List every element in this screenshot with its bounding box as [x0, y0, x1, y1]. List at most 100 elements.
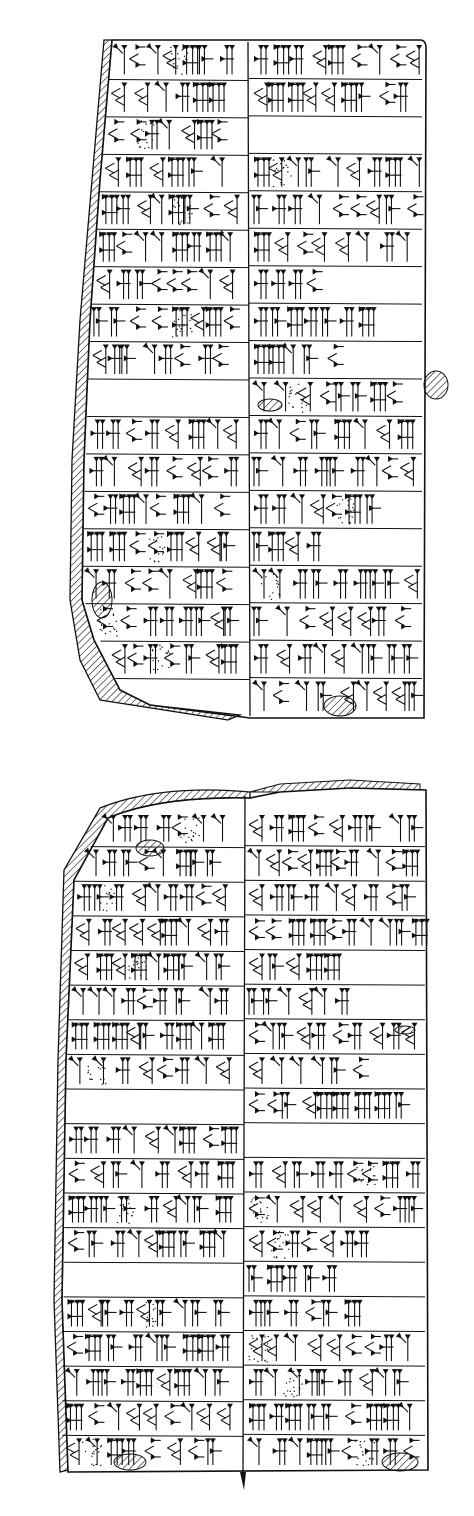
wedge-head [345, 509, 351, 516]
wedge-head [83, 1022, 90, 1028]
wedge-head [397, 157, 404, 163]
winkelhaken [299, 615, 309, 626]
wedge-head [353, 580, 359, 587]
stipple-dot [92, 1464, 95, 1467]
stipple-dot [260, 1202, 262, 1204]
wedge-head [222, 1126, 229, 1132]
winkelhaken [248, 1061, 259, 1073]
wedge-head [246, 1265, 252, 1271]
wedge-head [220, 493, 226, 500]
wedge-head [80, 988, 87, 994]
wedge-head [307, 1246, 313, 1253]
wedge-head [184, 307, 191, 313]
winkelhaken [248, 888, 259, 900]
wedge-head [66, 1417, 72, 1424]
winkelhaken [409, 57, 420, 69]
wedge-head [332, 934, 338, 941]
stipple-dot [372, 1458, 374, 1460]
wedge-head [184, 1057, 191, 1063]
wedge-head [148, 568, 154, 575]
stipple-dot [174, 58, 177, 60]
wedge-head [166, 119, 173, 125]
line-rule [248, 377, 423, 380]
winkelhaken [214, 502, 224, 514]
stipple-dot [131, 1214, 133, 1217]
stipple-dot [87, 1065, 90, 1068]
wedge-head [183, 45, 190, 50]
winkelhaken [369, 207, 380, 219]
wedge-head [162, 988, 169, 994]
wedge-head [345, 1299, 352, 1305]
stipple-dot [99, 1068, 101, 1070]
stipple-dot [275, 1257, 278, 1259]
wedge-head [326, 381, 332, 387]
wedge-head [207, 232, 214, 238]
winkelhaken [92, 349, 103, 361]
stipple-dot [272, 185, 275, 188]
wedge-head [218, 963, 224, 970]
stipple-dot [361, 1168, 364, 1170]
stipple-dot [95, 1448, 97, 1451]
stipple-dot [95, 1440, 98, 1442]
stipple-dot [282, 158, 285, 161]
wedge-head [222, 606, 229, 612]
stipple-dot [159, 1310, 161, 1312]
stipple-dot [288, 1240, 290, 1242]
winkelhaken [120, 615, 130, 626]
stipple-dot [288, 1248, 290, 1251]
wedge-head [104, 1299, 111, 1305]
stipple-dot [186, 52, 189, 54]
wedge-head [101, 918, 108, 924]
wedge-head [138, 456, 145, 462]
wedge-head [288, 205, 294, 212]
wedge-head [395, 1332, 402, 1339]
wedge-head [319, 307, 326, 313]
winkelhaken [206, 537, 217, 549]
wedge-head [347, 1032, 353, 1039]
stipple-dot [99, 620, 101, 623]
wedge-head [123, 1299, 130, 1305]
winkelhaken [108, 128, 118, 140]
wedge-head [170, 1419, 176, 1426]
wedge-head [342, 1369, 349, 1375]
wedge-head [299, 307, 306, 313]
wedge-head [395, 1022, 402, 1028]
wedge-head [78, 1126, 85, 1132]
stipple-dot [289, 1390, 291, 1392]
wedge-head [373, 1403, 380, 1409]
wedge-head [315, 863, 321, 870]
line-rule [243, 1433, 426, 1436]
wedge-head [325, 1413, 331, 1420]
wedge-head [119, 1230, 126, 1236]
wedge-head [216, 1195, 223, 1201]
wedge-head [227, 1195, 234, 1201]
wedge-head [182, 1348, 188, 1355]
stipple-dot [156, 668, 159, 671]
wedge-head [288, 1299, 295, 1305]
wedge-head [128, 1344, 134, 1351]
stipple-dot [182, 314, 184, 316]
stipple-dot [146, 1320, 148, 1323]
wedge-head [187, 268, 193, 275]
wedge-head [220, 1230, 227, 1236]
stipple-dot [347, 500, 349, 502]
wedge-head [396, 61, 402, 68]
winkelhaken [346, 162, 356, 174]
wedge-head [173, 988, 180, 994]
wedge-head [256, 606, 262, 612]
wedge-head [142, 987, 148, 994]
wedge-head [263, 45, 269, 50]
wedge-head [275, 344, 282, 350]
wedge-head [379, 1022, 386, 1028]
wedge-head [166, 569, 173, 575]
wedge-head [295, 815, 302, 820]
wedge-head [183, 644, 190, 650]
wedge-head [373, 884, 380, 890]
stipple-dot [122, 1203, 125, 1206]
stipple-dot [152, 1309, 155, 1311]
wedge-head [279, 680, 285, 687]
wedge-head [344, 859, 350, 866]
wedge-head [193, 1367, 200, 1374]
line-rule [115, 678, 250, 681]
